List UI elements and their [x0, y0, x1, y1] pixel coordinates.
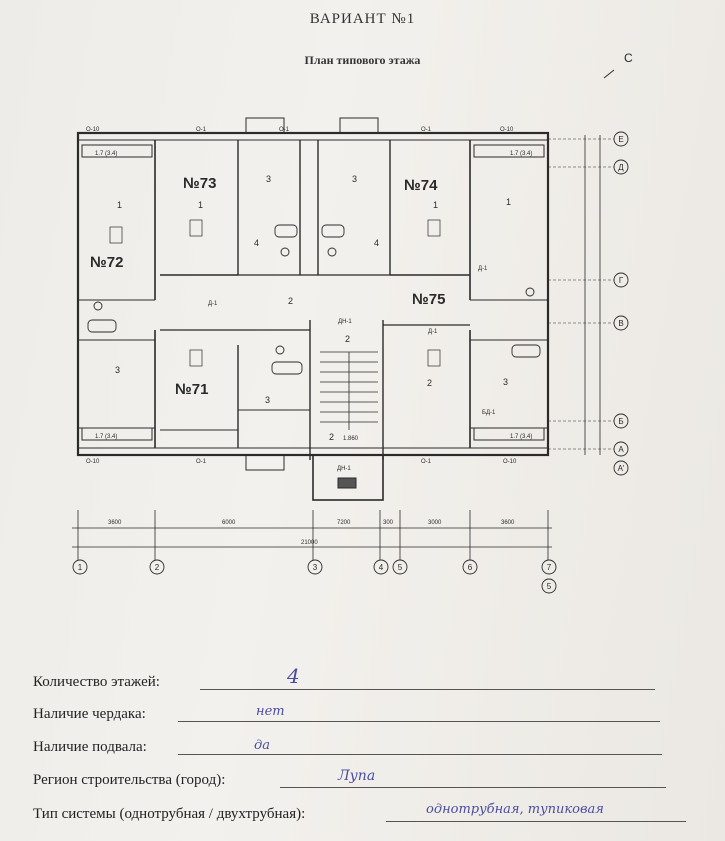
basement-line: [178, 754, 662, 755]
room-num: 4: [254, 238, 259, 248]
region-value[interactable]: Лупа: [338, 768, 376, 784]
room-num: 2: [345, 334, 350, 344]
room-num: 3: [503, 377, 508, 387]
room-num: 4: [374, 238, 379, 248]
plan-label: 1.7 (3.4): [510, 434, 532, 440]
plan-label: О-1: [196, 459, 207, 465]
dim-label: 6000: [222, 520, 236, 526]
axis-letter: А: [618, 445, 624, 454]
plan-label: О-10: [500, 127, 514, 133]
floors-label: Количество этажей:: [33, 674, 160, 690]
corner-mark: С: [624, 51, 633, 65]
plan-label: 1.860: [343, 436, 359, 442]
attic-line: [178, 721, 660, 722]
plan-label: 1.7 (3.4): [95, 434, 117, 440]
plan-label: ДН-1: [337, 466, 351, 472]
room-num: 3: [352, 174, 357, 184]
axis-num: 5: [547, 582, 552, 591]
room-num: 1: [117, 200, 122, 210]
apt-72: №72: [90, 254, 123, 271]
dim-label: 3000: [428, 520, 442, 526]
dim-label: 21000: [301, 540, 318, 546]
plan-label: БД-1: [482, 410, 496, 416]
plan-label: О-10: [86, 127, 100, 133]
plan-label: О-1: [196, 127, 207, 133]
room-num: 1: [433, 200, 438, 210]
axis-letter: А': [618, 464, 625, 473]
plan-label: О-1: [421, 127, 432, 133]
room-num: 2: [288, 296, 293, 306]
dim-label: 7200: [337, 520, 351, 526]
outer-wall: [76, 131, 550, 457]
attic-value[interactable]: нет: [256, 704, 285, 719]
axis-letter: Б: [618, 417, 623, 426]
dim-label: 3600: [501, 520, 515, 526]
apt-73: №73: [183, 175, 216, 192]
axis-num: 4: [379, 563, 384, 572]
variant-title: ВАРИАНТ №1: [309, 11, 416, 27]
axis-num: 1: [78, 563, 83, 572]
apt-74: №74: [404, 177, 438, 194]
plan-label: О-10: [503, 459, 517, 465]
axis-num: 2: [155, 563, 160, 572]
axis-letter: Г: [619, 276, 624, 285]
plan-label: Д-1: [428, 329, 438, 335]
room-num: 1: [198, 200, 203, 210]
room-num: 3: [266, 174, 271, 184]
axis-letter: Д: [618, 163, 624, 172]
plan-label: Д-1: [208, 301, 218, 307]
plan-label: О-10: [86, 459, 100, 465]
plan-label: 1.7 (3.4): [510, 151, 532, 157]
basement-value[interactable]: да: [254, 738, 270, 753]
region-label: Регион строительства (город):: [33, 772, 226, 788]
dim-label: 300: [383, 520, 394, 526]
axis-num: 5: [398, 563, 403, 572]
basement-label: Наличие подвала:: [33, 739, 147, 755]
region-line: [280, 787, 666, 788]
plan-title: План типового этажа: [304, 53, 421, 67]
plan-label: ДН-1: [338, 319, 352, 325]
room-num: 3: [265, 395, 270, 405]
plan-label: О-1: [279, 127, 290, 133]
axis-num: 7: [547, 563, 552, 572]
plan-label: Д-1: [478, 266, 488, 272]
room-num: 1: [506, 197, 511, 207]
plan-label: О-1: [421, 459, 432, 465]
axis-num: 6: [468, 563, 473, 572]
room-num: 2: [329, 432, 334, 442]
system-label: Тип системы (однотрубная / двухтрубная):: [33, 806, 306, 822]
floors-value[interactable]: 4: [287, 664, 300, 688]
axis-num: 3: [313, 563, 318, 572]
room-num: 3: [115, 365, 120, 375]
dim-label: 3600: [108, 520, 122, 526]
room-num: 2: [427, 378, 432, 388]
attic-label: Наличие чердака:: [33, 706, 146, 722]
system-value[interactable]: однотрубная, тупиковая: [426, 802, 604, 817]
axis-letter: В: [618, 319, 623, 328]
apt-71: №71: [175, 381, 208, 398]
apt-75: №75: [412, 291, 445, 308]
floors-line: [200, 689, 655, 690]
plan-label: 1.7 (3.4): [95, 151, 117, 157]
system-line: [386, 821, 686, 822]
floor-plan: С №72 №73 №74 №75 №71 1 1 1 1 2 2 3 3 3 …: [72, 51, 633, 594]
axis-letter: Е: [618, 135, 623, 144]
